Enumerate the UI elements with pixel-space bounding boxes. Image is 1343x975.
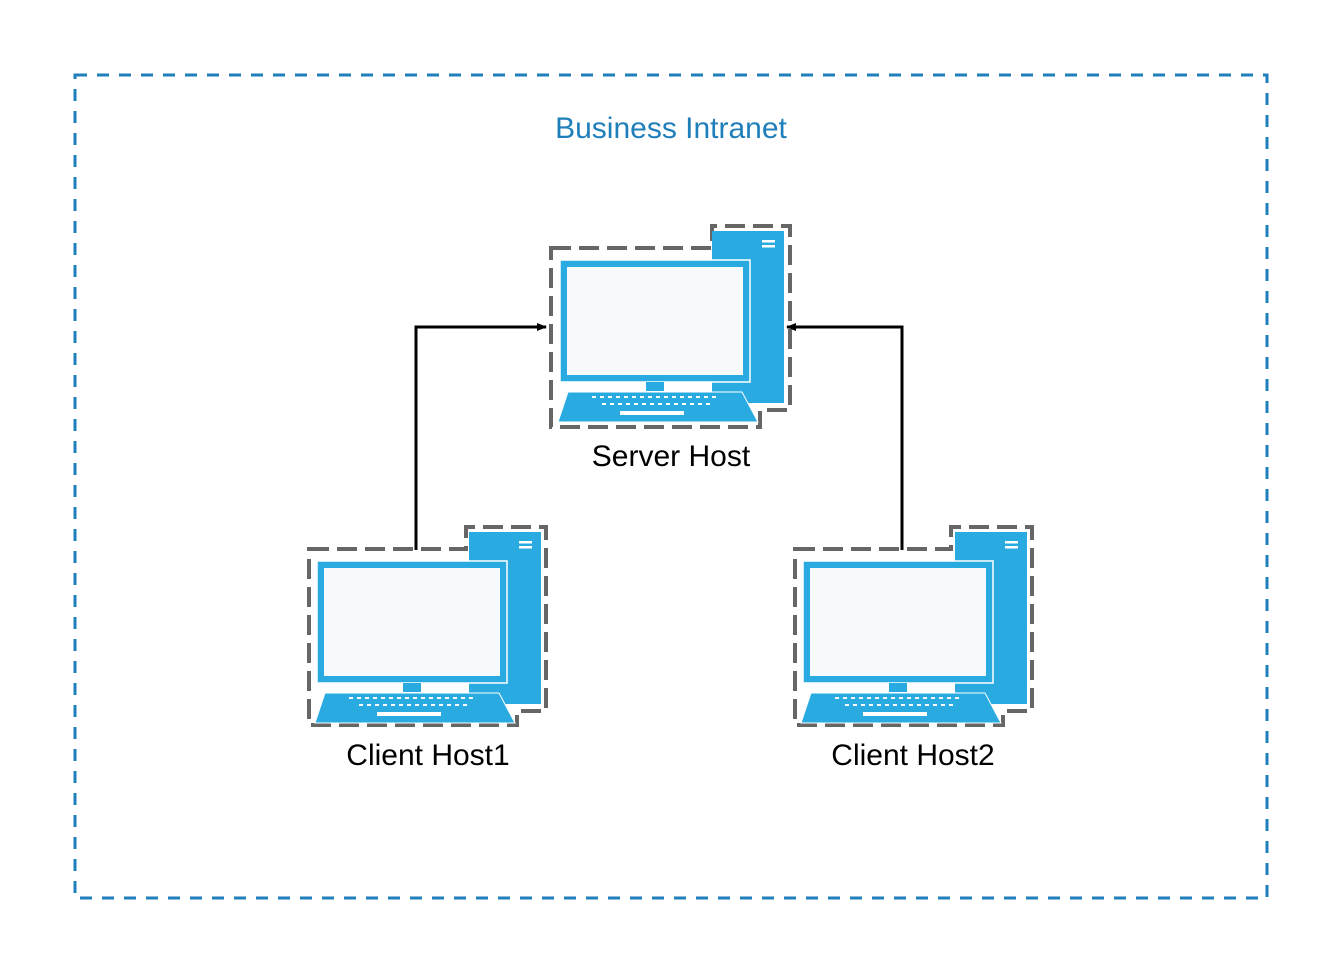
client-host2-label: Client Host2: [831, 739, 994, 772]
client-host1-node[interactable]: Client Host1: [307, 525, 548, 772]
boundary-title: Business Intranet: [555, 112, 787, 145]
client2-computer-icon: [800, 531, 1028, 724]
client-host1-label: Client Host1: [346, 739, 509, 772]
server-host-label: Server Host: [592, 440, 751, 473]
edge-client2-to-server: [786, 323, 904, 550]
edge-client1-to-server: [414, 323, 547, 550]
server-host-node[interactable]: Server Host: [549, 224, 792, 473]
intranet-boundary: [73, 73, 1269, 900]
client2-selection-outline: [793, 525, 1034, 727]
server-computer-icon: [557, 230, 785, 423]
client1-computer-icon: [314, 531, 542, 724]
client-host2-node[interactable]: Client Host2: [793, 525, 1034, 772]
client1-selection-outline: [307, 525, 548, 727]
